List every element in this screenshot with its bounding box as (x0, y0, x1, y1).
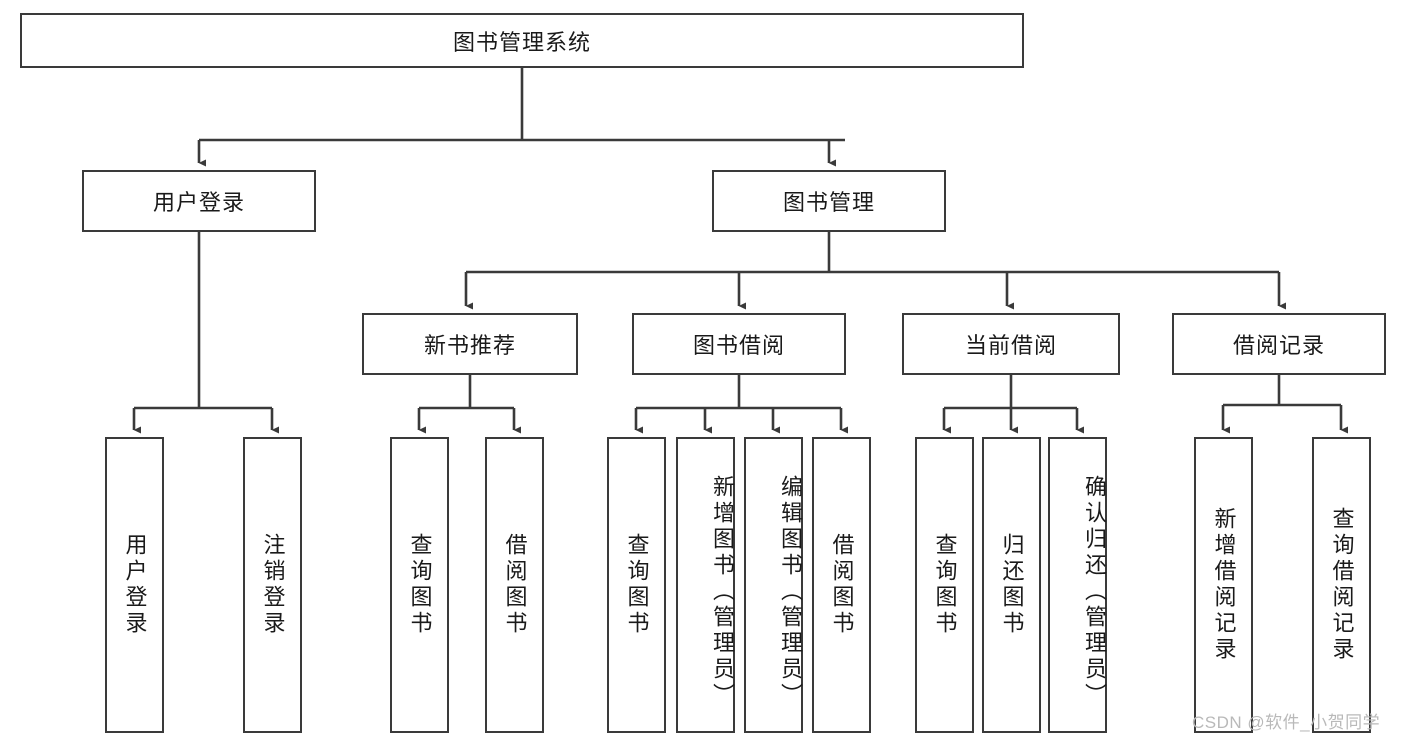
node-label: 归还图书 (999, 533, 1025, 637)
node-book-manage[interactable]: 图书管理 (712, 170, 946, 232)
connector-book-manage-to-level3 (464, 232, 1287, 310)
connector-root-to-level2 (197, 68, 845, 167)
node-user-login[interactable]: 用户登录 (82, 170, 316, 232)
connector-book-borrow-to-leaves (634, 375, 849, 434)
node-label: 借阅图书 (829, 533, 855, 637)
node-label: 借阅记录 (1232, 333, 1325, 358)
leaf-borrow-book[interactable]: 借阅图书 (812, 437, 871, 733)
leaf-borrow-book-recommend[interactable]: 借阅图书 (485, 437, 544, 733)
connector-borrow-record-to-leaves (1221, 375, 1349, 434)
node-label: 新书推荐 (423, 333, 516, 358)
node-root-system[interactable]: 图书管理系统 (20, 13, 1024, 68)
node-label: 编辑图书（管理员） (778, 475, 803, 709)
node-label: 新增图书（管理员） (710, 475, 735, 709)
node-label: 图书管理系统 (452, 29, 591, 55)
node-label: 查询图书 (407, 533, 433, 637)
leaf-edit-book-admin[interactable]: 编辑图书（管理员） (744, 437, 803, 733)
node-label: 查询图书 (932, 533, 958, 637)
leaf-user-login[interactable]: 用户登录 (105, 437, 164, 733)
connector-user-login-to-leaves (132, 232, 280, 434)
node-new-book-rec[interactable]: 新书推荐 (362, 313, 578, 375)
leaf-query-book-borrow[interactable]: 查询图书 (607, 437, 666, 733)
leaf-add-borrow-record[interactable]: 新增借阅记录 (1194, 437, 1253, 733)
leaf-query-book-current[interactable]: 查询图书 (915, 437, 974, 733)
node-label: 用户登录 (122, 533, 148, 637)
node-label: 注销登录 (260, 533, 286, 637)
node-current-borrow[interactable]: 当前借阅 (902, 313, 1120, 375)
leaf-query-book-recommend[interactable]: 查询图书 (390, 437, 449, 733)
node-borrow-record[interactable]: 借阅记录 (1172, 313, 1386, 375)
leaf-return-book[interactable]: 归还图书 (982, 437, 1041, 733)
csdn-watermark: CSDN @软件_小贺同学 (1192, 708, 1380, 733)
node-label: 用户登录 (152, 190, 245, 215)
connector-new-book-rec-to-leaves (417, 375, 522, 434)
leaf-query-borrow-record[interactable]: 查询借阅记录 (1312, 437, 1371, 733)
node-label: 新增借阅记录 (1211, 507, 1237, 663)
leaf-add-book-admin[interactable]: 新增图书（管理员） (676, 437, 735, 733)
watermark-text: CSDN @软件_小贺同学 (1192, 713, 1381, 732)
connector-current-borrow-to-leaves (942, 375, 1085, 434)
node-label: 查询借阅记录 (1329, 507, 1355, 663)
node-label: 当前借阅 (964, 333, 1057, 358)
node-label: 借阅图书 (502, 533, 528, 637)
node-book-borrow[interactable]: 图书借阅 (632, 313, 846, 375)
node-label: 查询图书 (624, 533, 650, 637)
node-label: 图书管理 (782, 190, 875, 215)
leaf-logout[interactable]: 注销登录 (243, 437, 302, 733)
node-label: 图书借阅 (692, 333, 785, 358)
node-label: 确认归还（管理员） (1082, 475, 1107, 709)
leaf-confirm-return-admin[interactable]: 确认归还（管理员） (1048, 437, 1107, 733)
